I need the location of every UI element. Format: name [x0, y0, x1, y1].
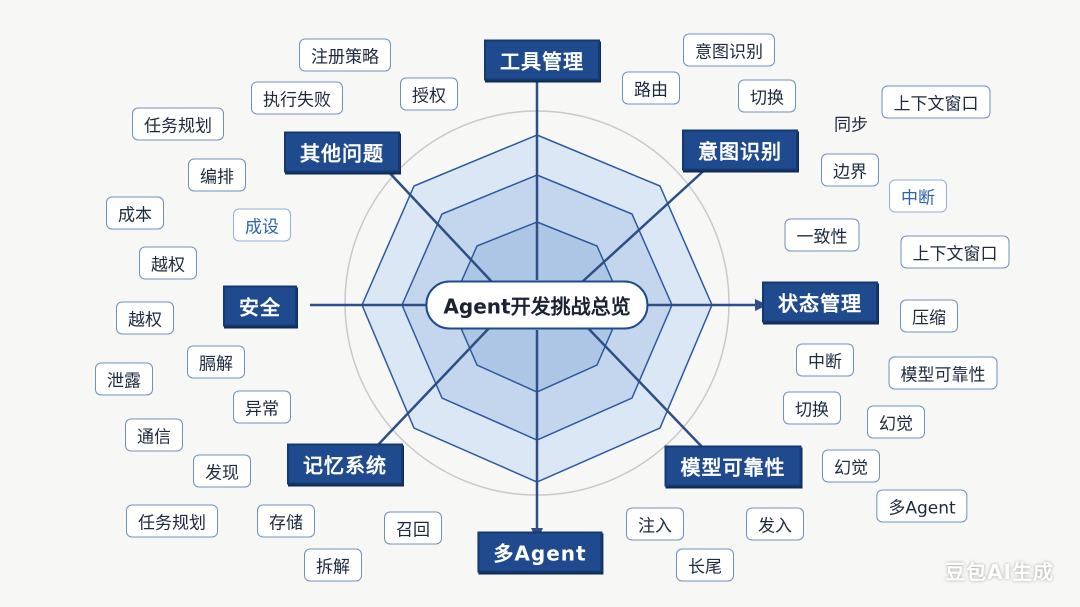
spoke-intent: [581, 164, 711, 283]
keyword-boundary[interactable]: 边界: [821, 153, 879, 187]
keyword-privilege-escalation-1[interactable]: 越权: [139, 246, 197, 280]
keyword-multi-agent[interactable]: 多Agent: [876, 489, 968, 523]
keyword-sync[interactable]: 同步: [834, 115, 868, 136]
keyword-injection[interactable]: 注入: [626, 507, 684, 541]
keyword-switch-top[interactable]: 切换: [738, 79, 796, 113]
keyword-authorization[interactable]: 授权: [400, 77, 458, 111]
keyword-context-window-2[interactable]: 上下文窗口: [900, 235, 1010, 269]
keyword-leak[interactable]: 泄露: [95, 362, 153, 396]
keyword-persona[interactable]: 成设: [233, 208, 291, 242]
keyword-switch-bottom[interactable]: 切换: [783, 391, 841, 425]
category-state[interactable]: 状态管理: [762, 281, 878, 323]
keyword-consistency[interactable]: 一致性: [784, 218, 860, 252]
keyword-storage[interactable]: 存储: [257, 504, 315, 538]
spoke-memory: [374, 324, 493, 449]
keyword-task-planning-top[interactable]: 任务规划: [132, 107, 224, 141]
keyword-intent-recognition[interactable]: 意图识别: [683, 33, 775, 67]
keyword-recall[interactable]: 召回: [384, 511, 442, 545]
keyword-hallucination-1[interactable]: 幻觉: [867, 405, 925, 439]
center-title: Agent开发挑战总览: [425, 280, 649, 330]
keyword-privilege-escalation-2[interactable]: 越权: [116, 301, 174, 335]
keyword-compression[interactable]: 压缩: [900, 299, 958, 333]
category-multi-agent[interactable]: 多Agent: [477, 531, 603, 573]
keyword-long-tail[interactable]: 长尾: [676, 548, 734, 582]
category-intent[interactable]: 意图识别: [682, 129, 798, 171]
keyword-model-reliability[interactable]: 模型可靠性: [888, 356, 998, 390]
keyword-task-planning-bottom[interactable]: 任务规划: [126, 504, 218, 538]
keyword-orchestration[interactable]: 编排: [188, 158, 246, 192]
keyword-interrupt-2[interactable]: 中断: [796, 343, 854, 377]
keyword-decompose[interactable]: 拆解: [304, 548, 362, 582]
keyword-routing[interactable]: 路由: [622, 71, 680, 105]
keyword-discovery[interactable]: 发现: [193, 454, 251, 488]
keyword-cost[interactable]: 成本: [106, 196, 164, 230]
arrowhead-state: [755, 299, 768, 311]
category-memory[interactable]: 记忆系统: [287, 443, 403, 485]
category-security[interactable]: 安全: [223, 285, 297, 327]
keyword-registration-policy[interactable]: 注册策略: [299, 38, 391, 72]
category-reliability[interactable]: 模型可靠性: [664, 445, 802, 487]
spoke-reliability: [584, 324, 706, 451]
keyword-execution-failure[interactable]: 执行失败: [251, 81, 343, 115]
keyword-anomaly[interactable]: 异常: [233, 390, 291, 424]
keyword-jailbreak[interactable]: 膈解: [187, 345, 245, 379]
spoke-other: [384, 167, 493, 283]
category-tools[interactable]: 工具管理: [484, 39, 600, 81]
keyword-communication[interactable]: 通信: [125, 418, 183, 452]
watermark: 豆包AI生成: [945, 560, 1054, 584]
category-other[interactable]: 其他问题: [284, 131, 400, 173]
keyword-context-window-1[interactable]: 上下文窗口: [881, 85, 991, 119]
keyword-hallucination-2[interactable]: 幻觉: [822, 449, 880, 483]
keyword-send-in[interactable]: 发入: [746, 507, 804, 541]
keyword-interrupt-1[interactable]: 中断: [889, 179, 947, 213]
